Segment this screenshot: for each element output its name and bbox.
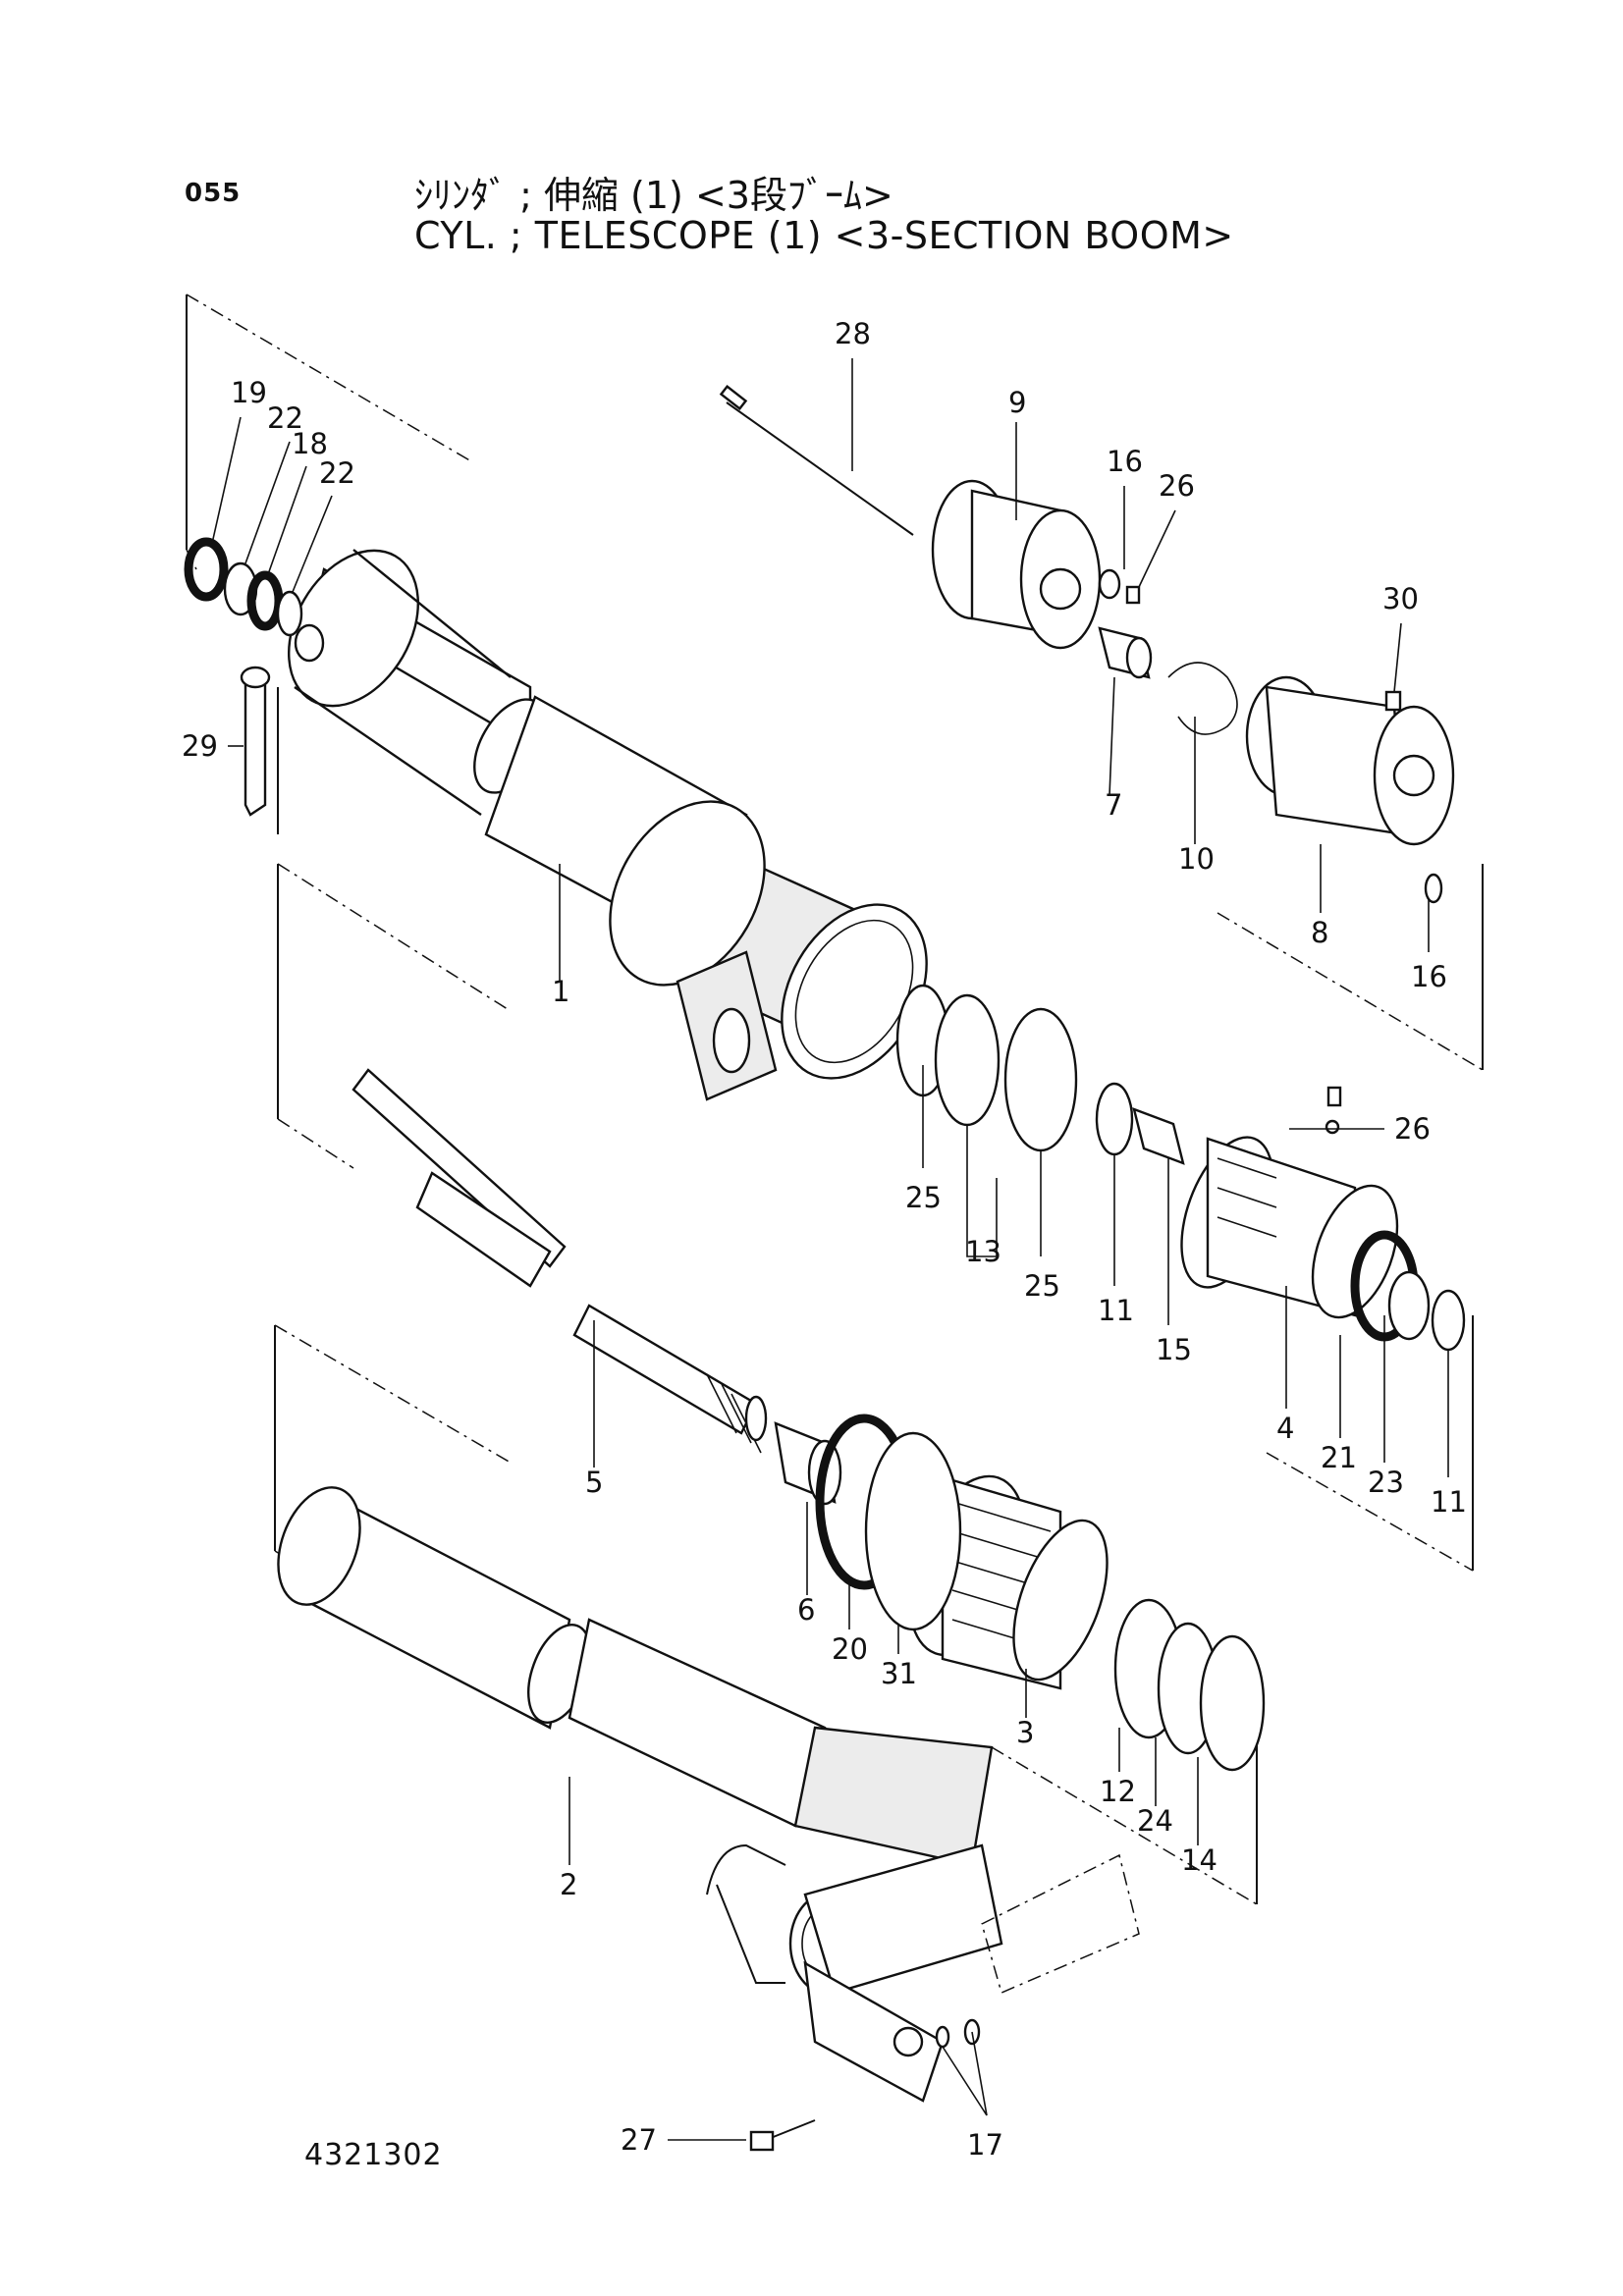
callout-17: 17: [967, 2128, 1003, 2162]
title-japanese: ｼﾘﾝﾀﾞ ; 伸縮 (1) <3段ﾌﾞｰﾑ>: [414, 174, 893, 217]
callout-24: 24: [1137, 1804, 1173, 1838]
part-9-housing: [931, 479, 1102, 650]
callout-28: 28: [835, 317, 871, 350]
leader-lines: [210, 358, 1449, 2141]
part-6-bushing: [774, 1421, 842, 1506]
callout-26-right: 26: [1394, 1112, 1431, 1146]
group-brackets: [186, 294, 1484, 1905]
callout-22-second: 22: [319, 456, 355, 490]
callout-16-right: 16: [1411, 960, 1447, 993]
part-2-inner-tube: [277, 1486, 1003, 2103]
callout-31: 31: [881, 1657, 917, 1690]
callout-2: 2: [560, 1868, 577, 1901]
drawing-number: 4321302: [304, 2138, 443, 2172]
page-code: 055: [185, 179, 242, 208]
part-4-gland: [1180, 1119, 1399, 1319]
callout-21: 21: [1321, 1441, 1357, 1474]
callout-14: 14: [1181, 1843, 1217, 1877]
callout-13: 13: [965, 1235, 1001, 1268]
small-parts: [184, 384, 1466, 2152]
part-1-outer-tube: [288, 549, 928, 1101]
callout-16-top: 16: [1107, 445, 1143, 478]
callout-5: 5: [585, 1466, 603, 1499]
callout-23: 23: [1368, 1466, 1404, 1499]
callout-22-top: 22: [267, 401, 303, 435]
callout-10: 10: [1178, 842, 1215, 876]
callout-8: 8: [1311, 916, 1328, 949]
callout-19: 19: [231, 376, 267, 409]
title-english: CYL. ; TELESCOPE (1) <3-SECTION BOOM>: [414, 214, 1234, 257]
callout-7: 7: [1105, 788, 1122, 822]
callout-29: 29: [182, 729, 218, 763]
callout-15: 15: [1156, 1333, 1192, 1366]
callout-3: 3: [1016, 1716, 1034, 1749]
callout-18: 18: [292, 427, 328, 460]
callout-6: 6: [797, 1593, 815, 1627]
callout-30: 30: [1382, 582, 1419, 615]
callout-25-left: 25: [905, 1181, 942, 1214]
callout-11-mid: 11: [1098, 1294, 1134, 1327]
callout-20: 20: [832, 1632, 868, 1666]
callout-25-right: 25: [1024, 1269, 1060, 1303]
part-8-valve-block: [1245, 675, 1455, 846]
callout-9: 9: [1008, 386, 1026, 419]
callout-12: 12: [1100, 1775, 1136, 1808]
callout-4: 4: [1276, 1412, 1294, 1445]
callout-27: 27: [621, 2123, 657, 2157]
part-5-rod: [352, 1068, 768, 1454]
callout-11-right: 11: [1431, 1485, 1467, 1519]
callout-1: 1: [552, 975, 569, 1008]
callout-labels: 28 9 16 26 30 7 10 8 16 19 22 18 22 29 1…: [182, 317, 1467, 2162]
header: 055 ｼﾘﾝﾀﾞ ; 伸縮 (1) <3段ﾌﾞｰﾑ> CYL. ; TELES…: [0, 0, 1623, 294]
callout-26-top: 26: [1159, 469, 1195, 503]
